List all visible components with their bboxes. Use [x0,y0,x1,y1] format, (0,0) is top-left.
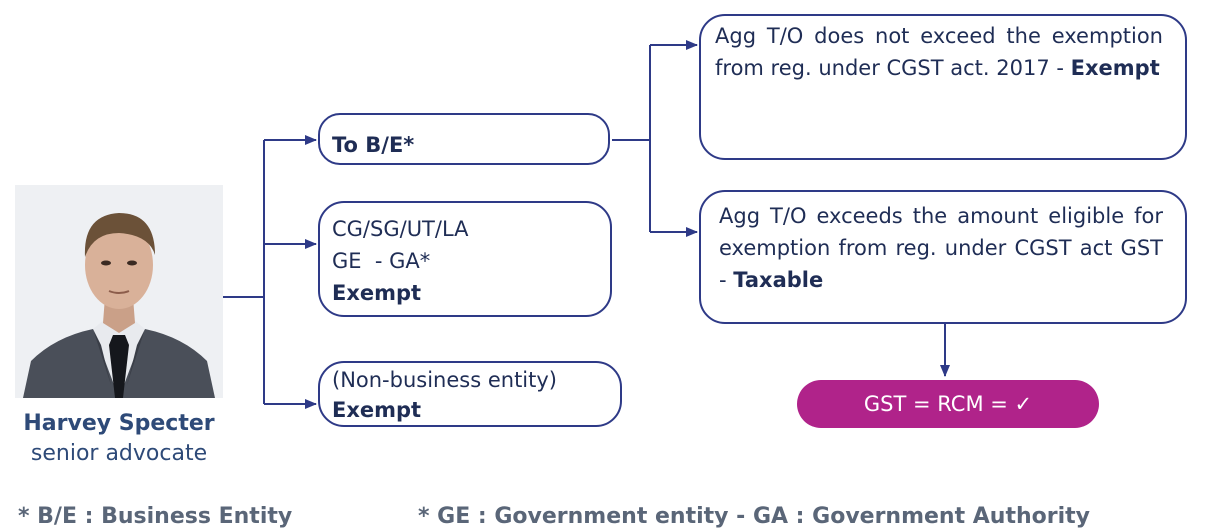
branch-gov-line1: CG/SG/UT/LA [332,217,469,241]
person-photo [15,185,223,398]
outcome-not-exceed: Agg T/O does not exceed the exemption fr… [699,14,1187,160]
branch-gov-line2: GE - GA* [332,249,431,273]
footnote-business-entity: * B/E : Business Entity [18,504,293,529]
footnote-government: * GE : Government entity - GA : Governme… [418,504,1090,529]
branch-non-business: (Non-business entity) Exempt [318,361,622,427]
outcome-exceeds-result: Taxable [733,268,824,292]
branch-to-be-label: To B/E* [332,133,415,157]
outcome-exceeds-text: Agg T/O exceeds the amount eligible for … [719,204,1163,292]
outcome-exceeds: Agg T/O exceeds the amount eligible for … [699,190,1187,324]
branch-nonbiz-line1: (Non-business entity) [332,368,557,392]
outcome-not-exceed-result: Exempt [1070,56,1160,80]
gst-rcm-pill: GST = RCM = ✓ [797,380,1099,428]
outcome-not-exceed-text: Agg T/O does not exceed the exemption fr… [715,24,1163,80]
person-name: Harvey Specter [23,411,215,436]
branch-government: CG/SG/UT/LA GE - GA* Exempt [318,201,612,317]
person-role: senior advocate [30,441,208,466]
branch-gov-line3: Exempt [332,281,422,305]
branch-nonbiz-line2: Exempt [332,398,422,422]
branch-to-business-entity: To B/E* [318,113,610,165]
